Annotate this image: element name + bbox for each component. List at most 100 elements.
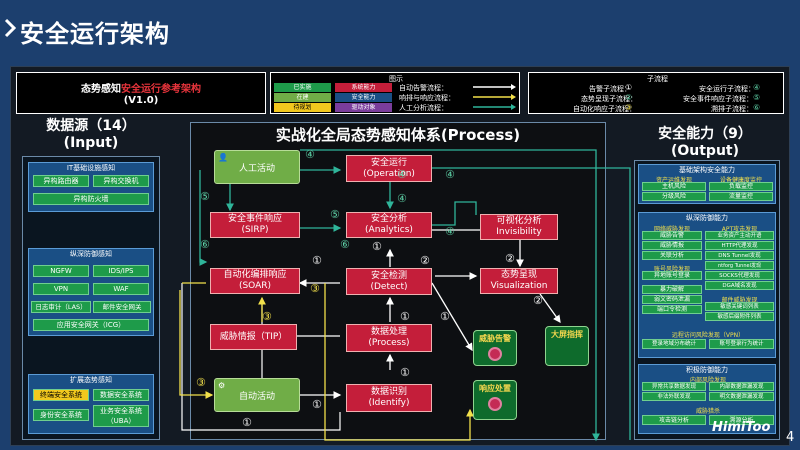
capability-chip: 暴力破解 [642,285,702,294]
node-operation[interactable]: 安全运行 (Operation) [346,155,432,182]
capability-chip: 溯源分析 [709,415,774,425]
node-soar[interactable]: 自动化编排响应 (SOAR) [210,268,300,294]
source-chip: NGFW [33,265,89,277]
subgroup-title: 设备健康度监控 [719,177,762,184]
capability-chip: DNS Tunnel发现 [705,251,774,260]
step-number-4: ④ [397,168,407,181]
node-detect[interactable]: 安全检测 (Detect) [346,268,432,295]
group-title: 扩展态势感知 [70,376,112,384]
legend-tag: 系统能力 [335,83,392,92]
capability-chip: 明文数据泄漏发现 [709,392,774,401]
capability-chip: SOCKS代理发现 [705,271,774,280]
node-big-screen[interactable]: 大屏指挥 [545,326,589,366]
node-label: 自动化编排响应 [223,270,287,280]
subflow-label: 安全事件响应子流程： [683,95,753,103]
legend-title: 图示 [389,75,403,83]
subgroup-title: 邮件威胁发现 [721,297,758,304]
capability-chip: 敏感关键词列表 [705,302,774,311]
node-label: 大屏指挥 [551,330,583,339]
subflow-num: ④ [753,83,761,92]
node-threat-alert[interactable]: 威胁告警 [473,330,517,366]
node-sublabel: (SIRP) [241,225,269,235]
node-threat-intel[interactable]: 威胁情报（TIP） [210,324,297,350]
node-situation-presentation[interactable]: 态势呈现 Visualization [480,268,558,294]
input-title: 数据源（14） [46,118,136,134]
alert-icon [488,347,502,361]
source-chip: 应用安全网关（ICG） [33,319,149,331]
output-group-active: 积极防御能力 内部风险发现 异常共享数据发现 内部数据泄漏发现 非法外联发现 明… [638,364,776,434]
legend-flow-label: 响排与响应流程： [399,94,455,102]
node-sublabel: (SOAR) [238,281,272,291]
node-label: 安全分析 [370,214,407,224]
group-title: 积极防御能力 [686,366,728,374]
capability-chip: DGA域名发现 [705,281,774,290]
node-label: 安全检测 [370,270,407,281]
legend-tag: 已实施 [274,83,331,92]
capability-chip: 非法外联发现 [642,392,706,401]
subgroup-title: 远程访问风险发现（VPN） [671,332,745,339]
node-sirp[interactable]: 安全事件响应 (SIRP) [210,212,300,238]
capability-chip: 威胁情报 [642,241,702,250]
node-sublabel: (Process) [368,338,410,348]
capability-chip: 流量监控 [709,192,773,201]
subflow-label: 自动化响应子流程： [573,105,636,113]
output-group-infra: 基础架构安全能力 资产运维发现 主机风险 分级风险 设备健康度监控 负载监控 流… [638,164,776,204]
source-chip: 异构防火墙 [33,193,149,205]
node-label: 可视化分析 [496,216,542,226]
group-title: 纵深防御感知 [70,250,112,258]
subflow-label: 态势呈现子流程： [581,95,637,103]
arch-title-main: 态势感知 [81,84,121,95]
node-label: 态势呈现 [500,270,537,280]
node-manual-activity[interactable]: 👤 人工活动 [214,150,300,184]
subgroup-title: 内部风险发现 [689,377,726,384]
input-group-defense: 纵深防御感知 NGFW IDS/IPS VPN WAF 日志审计（LAS） 邮件… [28,248,154,336]
legend-tag: 安全能力 [335,93,392,102]
node-label: 安全事件响应 [227,214,282,224]
legend-box: 图示 已实施 系统能力 在建 安全能力 待规划 驱动对象 自动告警流程： 响排与… [270,72,520,114]
chevron-right-icon [4,18,16,38]
source-chip: 身份安全系统 [33,409,89,421]
brand-logo: HimiToo [712,420,771,435]
source-chip: 异构路由器 [33,175,89,187]
node-analytics[interactable]: 安全分析 (Analytics) [346,212,432,238]
step-number-1: ① [440,310,450,323]
node-label: 数据识别 [370,387,407,397]
node-label: 安全运行 [370,157,407,168]
node-data-identify[interactable]: 数据识别 (Identify) [346,384,432,412]
subflow-label: 溯排子流程： [711,105,753,113]
step-number-1: ① [242,416,252,429]
step-number-1: ① [400,366,410,379]
step-number-3: ③ [196,376,206,389]
step-number-2: ② [505,252,515,265]
node-sublabel: (Identify) [368,398,410,408]
subgroup-title: 账号风险发现 [653,266,690,273]
node-data-processing[interactable]: 数据处理 (Process) [346,324,432,352]
node-visualization-analysis[interactable]: 可视化分析 Invisibility [480,214,558,240]
capability-chip: 异常共享数据发现 [642,382,706,391]
group-title: IT基础设施感知 [66,164,116,172]
node-response[interactable]: 响应处置 [473,380,517,420]
response-icon [488,397,502,411]
step-number-1: ① [400,310,410,323]
capability-chip: 账号登录行为统计 [709,339,774,349]
capability-chip: 分级风险 [642,192,706,201]
group-title: 纵深防御能力 [686,214,728,222]
output-subtitle: (Output) [670,143,740,159]
subgroup-title: 威胁猎杀 [695,408,720,415]
capability-chip: 业务资产主动开语 [705,231,774,240]
capability-chip: 异地账号登录 [642,271,702,280]
subflow-num: ② [625,93,633,102]
person-icon: 👤 [218,153,228,162]
node-sublabel: Visualization [490,281,548,291]
step-number-5: ⑤ [330,208,340,221]
subgroup-title: 网络威胁发现 [653,226,690,233]
subflow-label: 安全运行子流程： [699,85,755,93]
gear-icon: ⚙ [218,381,226,390]
capability-chip: 内部数据泄漏发现 [709,382,774,391]
node-auto-activity[interactable]: ⚙ 自动活动 [214,378,300,412]
node-sublabel: (Operation) [363,168,415,179]
step-number-4: ④ [305,148,315,161]
step-number-4: ④ [397,192,407,205]
step-number-3: ③ [262,310,272,323]
